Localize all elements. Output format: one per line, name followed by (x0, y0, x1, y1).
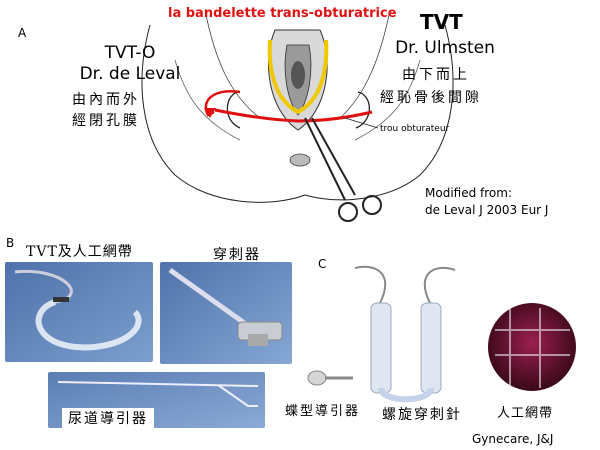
tvto-route-line2: 經閉孔膜 (72, 113, 140, 129)
source-line2: de Leval J 2003 Eur J (425, 203, 549, 217)
label-tvt-mesh: TVT及人工網帶 (26, 244, 133, 260)
tvto-title: TVT-O (104, 43, 156, 63)
label-butterfly-guide: 蝶型導引器 (285, 404, 361, 419)
tvt-surgeon: Dr. Ulmsten (395, 38, 495, 58)
photo-mesh (488, 303, 576, 391)
tvto-surgeon: Dr. de Leval (79, 64, 181, 84)
photo-butterfly-guide (307, 370, 353, 386)
label-urethral-guide: 尿道導引器 (62, 408, 154, 428)
photo-tvt-mesh (5, 262, 153, 362)
label-helical-needle: 螺旋穿刺針 (382, 407, 462, 423)
credit-gynecare: Gynecare, J&J (472, 432, 554, 446)
panel-letter-a: A (18, 26, 27, 40)
tvt-title: TVT (420, 10, 463, 34)
label-trocar: 穿刺器 (213, 247, 261, 263)
panel-letter-b: B (6, 236, 15, 250)
tvt-route-line1: 由下而上 (402, 67, 470, 83)
label-mesh: 人工網帶 (497, 406, 554, 421)
tvt-route-line2: 經恥骨後間隙 (380, 90, 482, 106)
label-trou-obturateur: trou obturateur (380, 124, 450, 134)
anatomy-illustration (141, 9, 454, 222)
banner-title: la bandelette trans-obturatrice (168, 6, 397, 21)
photo-helical-needle (354, 265, 456, 403)
source-line1: Modified from: (425, 186, 512, 200)
panel-letter-c: C (318, 257, 327, 271)
photo-trocar (160, 262, 292, 364)
tvto-route-line1: 由內而外 (72, 92, 140, 108)
